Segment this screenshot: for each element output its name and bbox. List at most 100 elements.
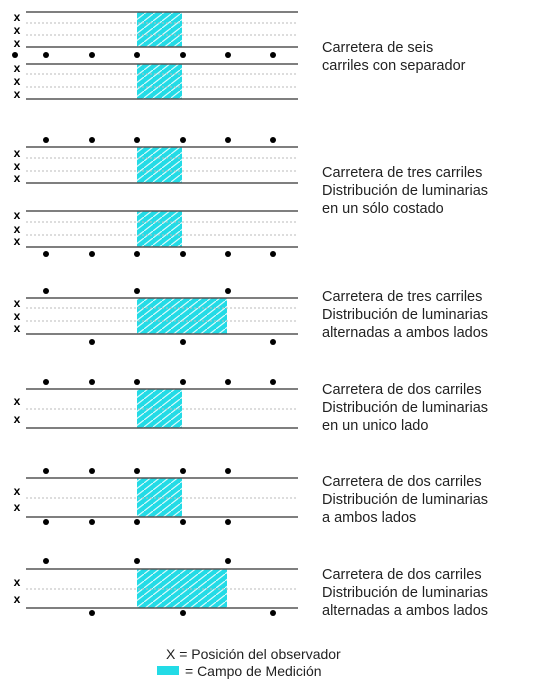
road-5-luminaire-bottom-1 xyxy=(43,519,49,525)
road-3-observer-mark-2: x xyxy=(14,309,21,323)
description-2-line-1: Carretera de tres carriles xyxy=(322,165,483,181)
road-6-luminaire-bottom-3 xyxy=(270,610,276,616)
description-1-line-1: Carretera de seis xyxy=(322,40,434,56)
description-3-line-1: Carretera de tres carriles xyxy=(322,289,483,305)
road-5-luminaire-top-2 xyxy=(89,468,95,474)
description-3-line-3: alternadas a ambos lados xyxy=(322,325,489,341)
legend-observer: X = Posición del observador xyxy=(166,646,341,662)
road-5-luminaire-bottom-4 xyxy=(180,519,186,525)
road-3-luminaire-top-3 xyxy=(225,288,231,294)
description-1: Carretera de seis carriles con separador xyxy=(322,39,465,75)
road-2b-luminaire-bottom-4 xyxy=(180,251,186,257)
road-6-luminaire-top-2 xyxy=(134,558,140,564)
road-2a-luminaire-top-3 xyxy=(134,137,140,143)
road-2b-observer-mark-1: x xyxy=(14,208,21,222)
road-6-luminaire-top-1 xyxy=(43,558,49,564)
road-5-luminaire-bottom-3 xyxy=(134,519,140,525)
road-3-observer-mark-1: x xyxy=(14,296,21,310)
road-3-luminaire-bottom-3 xyxy=(270,339,276,345)
road-2b-observer-mark-3: x xyxy=(14,234,21,248)
road-1a-observer-mark-1: x xyxy=(14,10,21,24)
description-2-line-2: Distribución de luminarias xyxy=(322,183,489,199)
road-6-observer-mark-1: x xyxy=(14,575,21,589)
road-1a-field-hatch xyxy=(137,12,182,47)
road-5-luminaire-bottom-5 xyxy=(225,519,231,525)
road-2a-luminaire-top-6 xyxy=(270,137,276,143)
description-4-line-2: Distribución de luminarias xyxy=(322,400,489,416)
road-1a-luminaire-bottom-4 xyxy=(134,52,140,58)
description-6-line-2: Distribución de luminarias xyxy=(322,585,489,601)
road-2b-luminaire-bottom-6 xyxy=(270,251,276,257)
road-1b-observer-mark-1: x xyxy=(14,61,21,75)
road-2a-luminaire-top-5 xyxy=(225,137,231,143)
road-5-luminaire-top-3 xyxy=(134,468,140,474)
description-5-line-1: Carretera de dos carriles xyxy=(322,474,482,490)
road-6-luminaire-bottom-1 xyxy=(89,610,95,616)
road-2a-field-hatch xyxy=(137,147,182,183)
road-2b-field-hatch xyxy=(137,211,182,247)
road-2b-luminaire-bottom-5 xyxy=(225,251,231,257)
road-5-luminaire-bottom-2 xyxy=(89,519,95,525)
description-3-line-2: Distribución de luminarias xyxy=(322,307,489,323)
description-4-line-1: Carretera de dos carriles xyxy=(322,382,482,398)
road-4-luminaire-top-5 xyxy=(225,379,231,385)
description-3: Carretera de tres carriles Distribución … xyxy=(322,288,488,342)
road-1a-luminaire-bottom-5 xyxy=(180,52,186,58)
description-6-line-3: alternadas a ambos lados xyxy=(322,603,489,619)
road-5-luminaire-top-4 xyxy=(180,468,186,474)
road-4-luminaire-top-4 xyxy=(180,379,186,385)
road-4-luminaire-top-6 xyxy=(270,379,276,385)
road-3-luminaire-bottom-2 xyxy=(180,339,186,345)
road-4-luminaire-top-2 xyxy=(89,379,95,385)
road-5-luminaire-top-1 xyxy=(43,468,49,474)
description-5-line-2: Distribución de luminarias xyxy=(322,492,489,508)
road-1b-field-hatch xyxy=(137,64,182,99)
road-1a-luminaire-bottom-7 xyxy=(270,52,276,58)
road-2a-luminaire-top-2 xyxy=(89,137,95,143)
description-5-line-3: a ambos lados xyxy=(322,510,417,526)
road-3-luminaire-bottom-1 xyxy=(89,339,95,345)
description-2: Carretera de tres carriles Distribución … xyxy=(322,164,488,218)
legend-field-swatch xyxy=(157,666,179,675)
legend-field-label: = Campo de Medición xyxy=(185,663,322,679)
road-2b-luminaire-bottom-3 xyxy=(134,251,140,257)
description-4: Carretera de dos carriles Distribución d… xyxy=(322,381,488,435)
description-5: Carretera de dos carriles Distribución d… xyxy=(322,473,488,527)
road-2b-luminaire-bottom-2 xyxy=(89,251,95,257)
road-3-luminaire-top-1 xyxy=(43,288,49,294)
description-6: Carretera de dos carriles Distribución d… xyxy=(322,566,488,620)
road-3-luminaire-top-2 xyxy=(134,288,140,294)
road-3-observer-mark-3: x xyxy=(14,321,21,335)
road-6-luminaire-bottom-2 xyxy=(180,610,186,616)
road-1a-luminaire-bottom-2 xyxy=(43,52,49,58)
road-4-luminaire-top-3 xyxy=(134,379,140,385)
road-1a-observer-mark-2: x xyxy=(14,23,21,37)
road-2b-observer-mark-2: x xyxy=(14,222,21,236)
road-2b-luminaire-bottom-1 xyxy=(43,251,49,257)
road-5-observer-mark-1: x xyxy=(14,484,21,498)
description-4-line-3: en un unico lado xyxy=(322,418,429,434)
description-2-line-3: en un sólo costado xyxy=(322,201,444,217)
road-4-observer-mark-1: x xyxy=(14,394,21,408)
road-5-luminaire-top-5 xyxy=(225,468,231,474)
road-6-observer-mark-2: x xyxy=(14,592,21,606)
road-5-observer-mark-2: x xyxy=(14,500,21,514)
description-1-line-2: carriles con separador xyxy=(322,58,466,74)
road-4-observer-mark-2: x xyxy=(14,412,21,426)
road-1a-luminaire-bottom-3 xyxy=(89,52,95,58)
road-1a-luminaire-bottom-1 xyxy=(12,52,18,58)
road-2a-observer-mark-2: x xyxy=(14,159,21,173)
road-2a-luminaire-top-1 xyxy=(43,137,49,143)
road-4-luminaire-top-1 xyxy=(43,379,49,385)
road-3-field-hatch xyxy=(137,298,227,334)
road-1b-observer-mark-3: x xyxy=(14,87,21,101)
road-2a-observer-mark-3: x xyxy=(14,171,21,185)
road-1b-observer-mark-2: x xyxy=(14,74,21,88)
road-1a-luminaire-bottom-6 xyxy=(225,52,231,58)
road-6-luminaire-top-3 xyxy=(225,558,231,564)
road-1a-observer-mark-3: x xyxy=(14,36,21,50)
road-2a-luminaire-top-4 xyxy=(180,137,186,143)
description-6-line-1: Carretera de dos carriles xyxy=(322,567,482,583)
legend-field: = Campo de Medición xyxy=(157,663,322,679)
